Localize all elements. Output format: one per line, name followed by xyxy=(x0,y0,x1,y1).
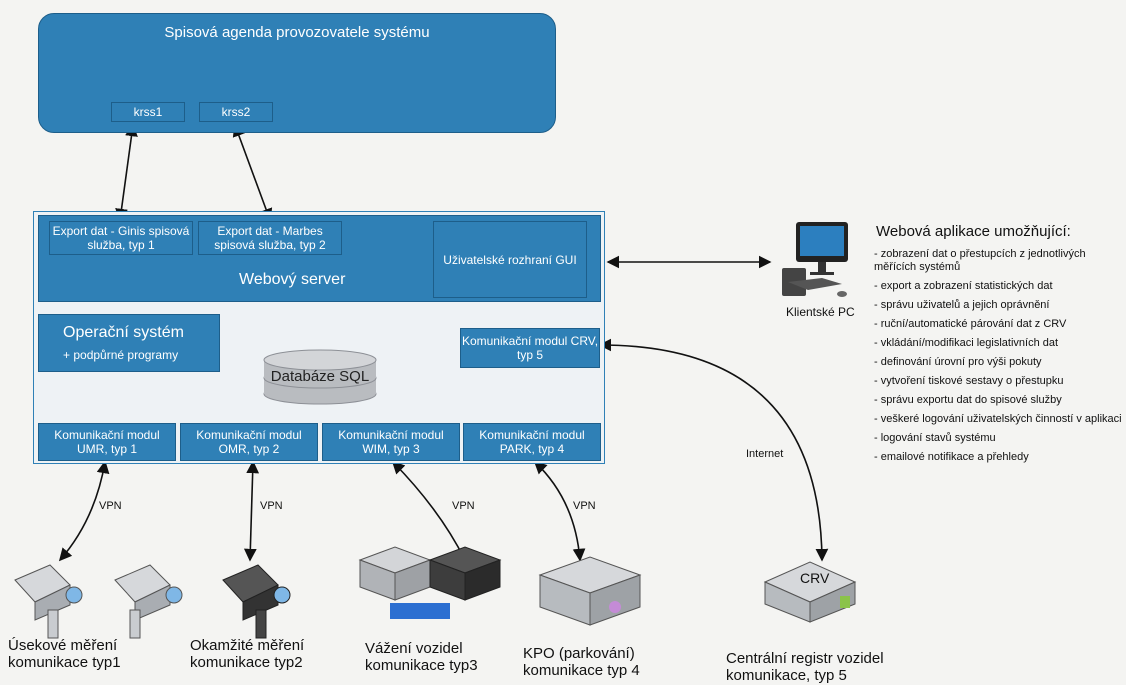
vpn-label-4: VPN xyxy=(573,500,596,512)
os-title: Operační systém xyxy=(63,324,184,341)
arrow-park-device xyxy=(533,460,586,562)
web-app-feature-list: - zobrazení dat o přestupcích z jednotli… xyxy=(874,248,1126,470)
feature-item: - vytvoření tiskové sestavy o přestupku xyxy=(874,375,1064,387)
feature-item: - veškeré logování uživatelských činnost… xyxy=(874,413,1122,425)
arrow-krss2-export2 xyxy=(232,123,273,222)
krss1-box: krss1 xyxy=(111,102,185,122)
vpn-label-2: VPN xyxy=(260,500,283,512)
device-label-crv: Centrální registr vozidel komunikace, ty… xyxy=(726,650,884,684)
vpn-label-3: VPN xyxy=(452,500,475,512)
arrow-umr-device xyxy=(58,460,110,562)
feature-item: - emailové notifikace a přehledy xyxy=(874,451,1029,463)
computer-icon xyxy=(782,222,848,297)
feature-item: - zobrazení dat o přestupcích z jednotli… xyxy=(874,248,1086,273)
arrow-omr-device xyxy=(243,460,260,562)
export-ginis-box: Export dat - Ginis spisová služba, typ 1 xyxy=(49,221,193,255)
feature-item: - správu exportu dat do spisové služby xyxy=(874,394,1062,406)
crv-device-label: CRV xyxy=(800,570,830,586)
os-box: Operační systém + podpůrné programy xyxy=(38,314,220,372)
feature-item: - správu uživatelů a jejich oprávnění xyxy=(874,299,1050,311)
gui-box: Uživatelské rozhraní GUI xyxy=(433,221,587,298)
server-device-icon xyxy=(538,556,642,626)
internet-label: Internet xyxy=(746,448,784,460)
feature-item: - export a zobrazení statistických dat xyxy=(874,280,1053,292)
database-label: Databáze SQL xyxy=(270,367,370,385)
device-label-kpo: KPO (parkování) komunikace typ 4 xyxy=(523,645,640,679)
device-label-usekove: Úsekové měření komunikace typ1 xyxy=(8,637,121,671)
feature-item: - definování úrovní pro výši pokuty xyxy=(874,356,1042,368)
crv-server-icon xyxy=(763,561,857,623)
feature-item: - logování stavů systému xyxy=(874,432,996,444)
web-server-label: Webový server xyxy=(239,271,346,288)
document-system-box: Spisová agenda provozovatele systému krs… xyxy=(38,13,556,133)
web-app-title: Webová aplikace umožňující: xyxy=(876,223,1071,240)
vpn-label-1: VPN xyxy=(99,500,122,512)
camera-icon-1 xyxy=(14,564,83,639)
krss2-box: krss2 xyxy=(199,102,273,122)
module-park: Komunikační modul PARK, typ 4 xyxy=(463,423,601,461)
feature-item: - vkládání/modifikaci legislativních dat xyxy=(874,337,1059,349)
client-pc-label: Klientské PC xyxy=(786,305,855,319)
module-umr: Komunikační modul UMR, typ 1 xyxy=(38,423,176,461)
arrow-krss1-export1 xyxy=(115,123,138,222)
module-omr: Komunikační modul OMR, typ 2 xyxy=(180,423,318,461)
camera-icon-2 xyxy=(114,564,183,639)
device-label-okamzite: Okamžité měření komunikace typ2 xyxy=(190,637,305,671)
device-label-vazeni: Vážení vozidel komunikace typ3 xyxy=(365,640,478,674)
camera-icon-3 xyxy=(222,564,291,639)
crv-module-box: Komunikační modul CRV, typ 5 xyxy=(460,328,600,368)
scale-device-icon xyxy=(358,546,502,619)
os-subtitle: + podpůrné programy xyxy=(63,348,179,362)
document-system-title: Spisová agenda provozovatele systému xyxy=(164,24,430,41)
arrow-crvmodule-crvdevice xyxy=(598,338,829,562)
export-marbes-box: Export dat - Marbes spisová služba, typ … xyxy=(198,221,342,255)
module-wim: Komunikační modul WIM, typ 3 xyxy=(322,423,460,461)
web-server-box: Export dat - Ginis spisová služba, typ 1… xyxy=(38,215,601,302)
database-icon xyxy=(263,349,377,405)
feature-item: - ruční/automatické párování dat z CRV xyxy=(874,318,1067,330)
